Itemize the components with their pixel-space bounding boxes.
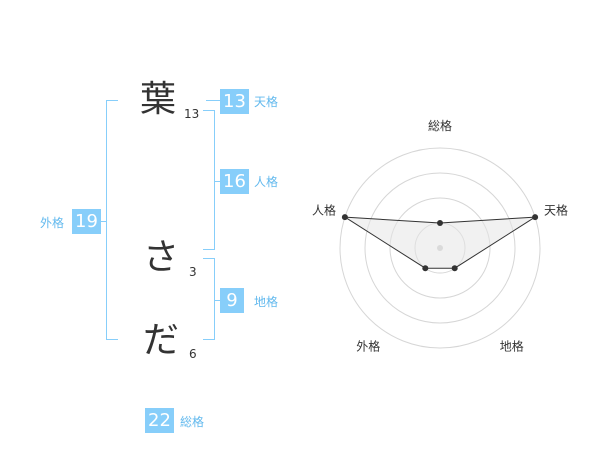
soukaku-label: 総格 (180, 415, 205, 429)
gaikaku-label: 外格 (40, 216, 65, 230)
chikaku-label: 地格 (254, 295, 279, 309)
radar-axis-label-2: 天格 (544, 202, 568, 217)
radar-ring-4 (339, 147, 541, 349)
chikaku-value: 9 (220, 288, 244, 313)
radar-point-2 (532, 214, 539, 221)
radar-ring-3 (364, 172, 516, 324)
gaikaku-bracket (106, 100, 118, 340)
gaikaku-value: 19 (72, 209, 101, 234)
radar-point-1 (437, 220, 443, 226)
gaikaku-connector (100, 221, 107, 222)
radar-points (341, 214, 539, 272)
radar-grid (339, 147, 541, 349)
jinkaku-bracket (203, 110, 215, 250)
stroke-count-2: 3 (189, 265, 197, 279)
tenkaku-bracket (206, 100, 220, 101)
stroke-count-3: 6 (189, 347, 197, 361)
jinkaku-label: 人格 (254, 175, 279, 189)
chikaku-bracket (203, 258, 215, 340)
radar-ring-2 (389, 197, 491, 299)
jinkaku-connector (214, 181, 220, 182)
stroke-count-1: 13 (184, 107, 200, 121)
radar-series-area (344, 216, 536, 269)
name-char-3: だ (143, 320, 180, 361)
soukaku-value: 22 (145, 408, 174, 433)
chikaku-connector (214, 300, 220, 301)
radar-axis-label-3: 地格 (500, 339, 524, 354)
radar-axis-label-1: 総格 (428, 118, 452, 133)
radar-point-5 (341, 214, 348, 221)
name-char-2: さ (143, 237, 180, 278)
name-char-1: 葉 (140, 79, 177, 120)
radar-point-4 (422, 265, 429, 272)
jinkaku-value: 16 (220, 169, 249, 194)
radar-axis-label-5: 人格 (312, 202, 336, 217)
radar-point-3 (451, 265, 458, 272)
radar-axis-label-4: 外格 (356, 339, 380, 354)
tenkaku-label: 天格 (254, 95, 279, 109)
tenkaku-value: 13 (220, 89, 249, 114)
